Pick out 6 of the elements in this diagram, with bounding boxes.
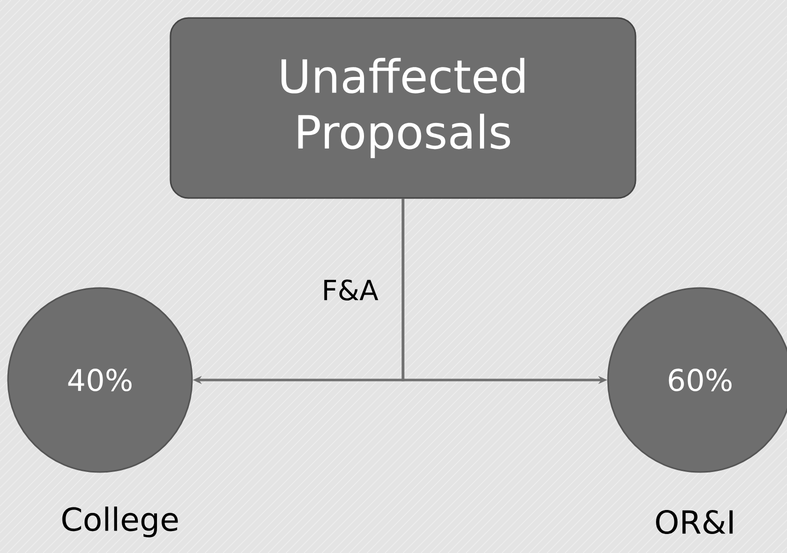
circle-node: 60% xyxy=(607,287,787,473)
node-caption: OR&I xyxy=(656,510,733,534)
circle-node: 40% xyxy=(7,287,193,473)
process-box: Unaffected Proposals xyxy=(170,17,636,199)
text-label: F&A xyxy=(324,279,378,301)
node-caption: College xyxy=(62,506,178,538)
